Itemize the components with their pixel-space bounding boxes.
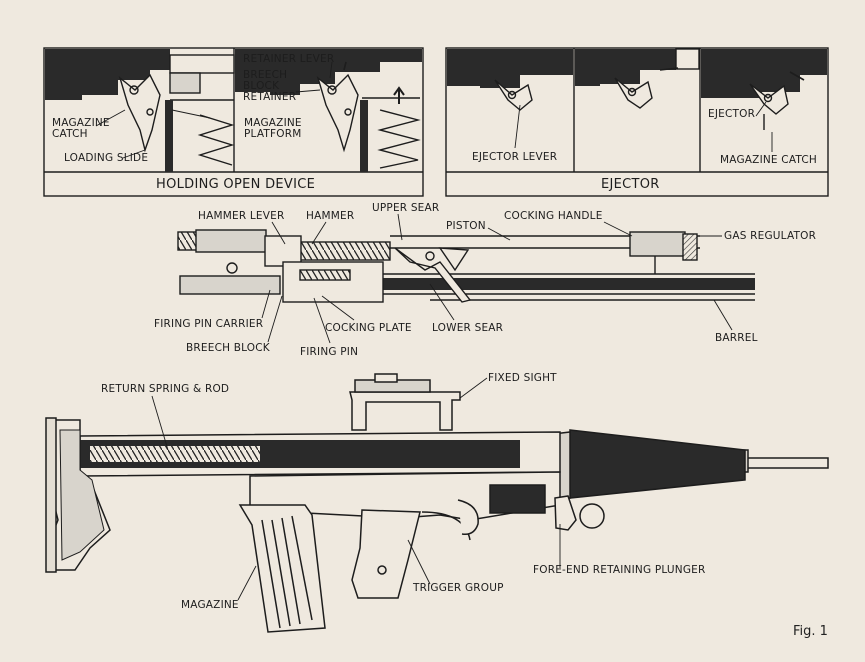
holding-open-panel [43, 47, 424, 197]
breech-block-label: BREECH BLOCK [186, 342, 270, 354]
firing-pin-carrier-label: FIRING PIN CARRIER [154, 318, 264, 330]
firing-pin-label: FIRING PIN [300, 346, 359, 358]
magazine-catch-label-left: MAGAZINE CATCH [52, 117, 110, 140]
rifle-art [45, 373, 829, 633]
cocking-handle-label: COCKING HANDLE [504, 210, 603, 222]
hammer-lever-label: HAMMER LEVER [198, 210, 285, 222]
mechanism-art [177, 213, 755, 344]
return-spring-rod-label: RETURN SPRING & ROD [101, 383, 230, 395]
ejector-label: EJECTOR [708, 108, 756, 120]
fore-end-plunger-label: FORE-END RETAINING PLUNGER [533, 564, 706, 576]
cocking-plate-label: COCKING PLATE [325, 322, 412, 334]
trigger-group-label: TRIGGER GROUP [413, 582, 504, 594]
lower-sear-label: LOWER SEAR [432, 322, 504, 334]
holding-open-caption: HOLDING OPEN DEVICE [156, 177, 316, 192]
upper-sear-label: UPPER SEAR [372, 202, 440, 214]
barrel-label: BARREL [715, 332, 758, 344]
hammer-label: HAMMER [306, 210, 355, 222]
breech-block-retainer-label: BREECH BLOCK RETAINER [243, 69, 297, 103]
magazine-platform-label: MAGAZINE PLATFORM [244, 117, 302, 140]
loading-slide-label: LOADING SLIDE [64, 152, 149, 164]
magazine-catch-label-right: MAGAZINE CATCH [720, 154, 818, 166]
magazine-label: MAGAZINE [181, 599, 239, 611]
figure-number: Fig. 1 [793, 624, 828, 639]
gas-regulator-label: GAS REGULATOR [724, 230, 817, 242]
fixed-sight-label: FIXED SIGHT [488, 372, 557, 384]
ejector-panel-art [445, 47, 829, 197]
piston-label: PISTON [446, 220, 486, 232]
retainer-lever-label: RETAINER LEVER [243, 53, 335, 65]
ejector-caption: EJECTOR [601, 177, 660, 192]
ejector-lever-label: EJECTOR LEVER [472, 151, 558, 163]
